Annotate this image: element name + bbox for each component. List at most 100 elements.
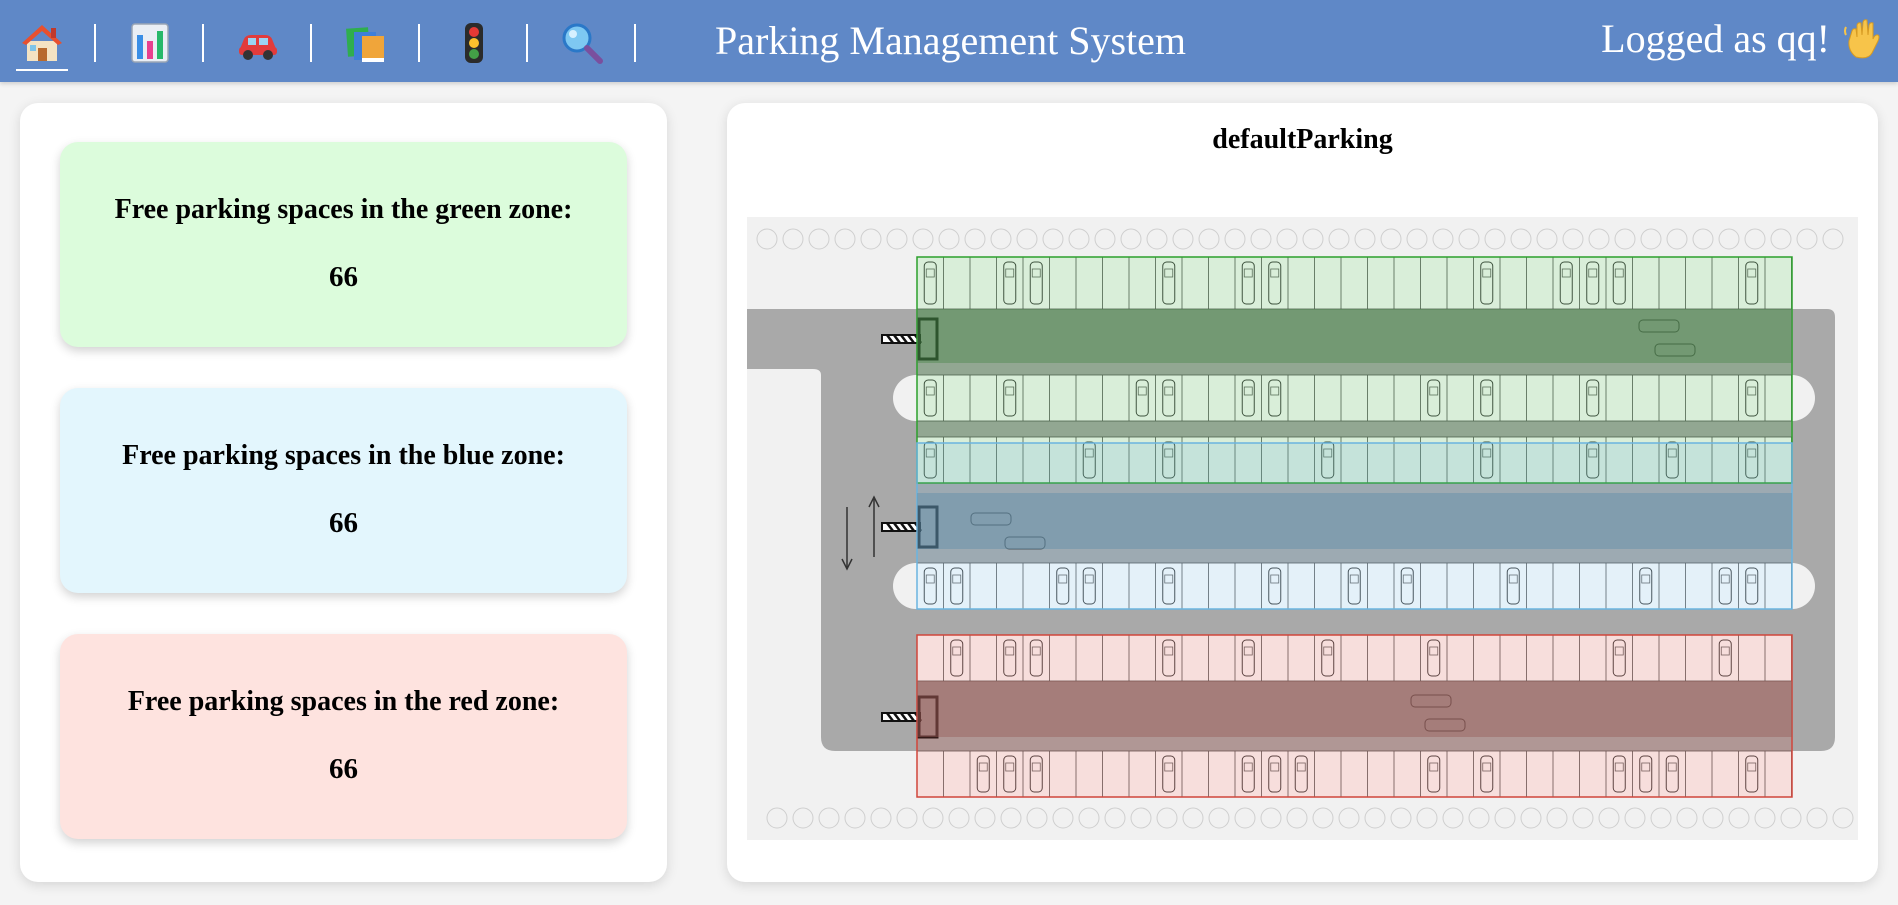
car-windshield [952, 574, 962, 584]
tree [1458, 228, 1480, 250]
car-windshield [925, 268, 935, 278]
gate-stripe [907, 334, 915, 344]
car-windshield [1429, 762, 1439, 772]
tree [1614, 228, 1636, 250]
parked-car [1003, 755, 1017, 793]
parked-car [1586, 261, 1600, 305]
car-windshield [1747, 268, 1757, 278]
car-windshield [1005, 268, 1015, 278]
parked-car [1347, 567, 1361, 605]
moving-car [1424, 718, 1466, 732]
nav-traffic-button[interactable] [446, 18, 502, 68]
parked-car [1294, 755, 1308, 793]
red-zone-overlay [916, 634, 1793, 798]
parked-car [1241, 261, 1255, 305]
car-windshield [1058, 574, 1068, 584]
tree [1380, 228, 1402, 250]
zone-overlays [916, 256, 1793, 798]
parked-car [1135, 379, 1149, 417]
tree [1016, 228, 1038, 250]
parked-car [923, 441, 937, 479]
tree [948, 807, 970, 829]
nav-separator [310, 24, 312, 62]
top-navbar: Parking Management System Logged as qq! [0, 0, 1898, 82]
parking-lot-drawing [747, 217, 1858, 840]
tree [792, 807, 814, 829]
car-windshield [1482, 762, 1492, 772]
tree [1484, 228, 1506, 250]
bar-chart-icon [131, 23, 169, 63]
tree [860, 228, 882, 250]
tree [1224, 228, 1246, 250]
moving-car [1638, 319, 1680, 333]
parked-car [1745, 441, 1759, 479]
car-windshield [1482, 268, 1492, 278]
blue-zone-card: Free parking spaces in the blue zone: 66 [60, 388, 627, 593]
gate-stripe [893, 522, 901, 532]
parking-lot-map[interactable] [747, 217, 1858, 840]
parked-car [1480, 441, 1494, 479]
gate-stripe [893, 334, 901, 344]
car-windshield [1031, 762, 1041, 772]
nav-separator [94, 24, 96, 62]
parked-car [923, 379, 937, 417]
tree [1546, 807, 1568, 829]
car-windshield [1720, 574, 1730, 584]
parked-car [1321, 639, 1335, 677]
car-windshield [925, 448, 935, 458]
car-windshield [1270, 386, 1280, 396]
tree [1104, 807, 1126, 829]
car-windshield [1561, 268, 1571, 278]
parked-car [1162, 567, 1176, 605]
tree [964, 228, 986, 250]
tree [1172, 228, 1194, 250]
tree [1832, 807, 1854, 829]
tree [1822, 228, 1844, 250]
parked-car [1665, 755, 1679, 793]
car-windshield [1243, 268, 1253, 278]
nav-home-button[interactable] [14, 18, 70, 71]
car-windshield [1270, 268, 1280, 278]
tree [922, 807, 944, 829]
car-windshield [1270, 574, 1280, 584]
tree [766, 807, 788, 829]
parking-map-panel: defaultParking [727, 103, 1878, 882]
car-windshield [1641, 574, 1651, 584]
tree [1770, 228, 1792, 250]
parking-name: defaultParking [1212, 124, 1393, 155]
car-windshield [1005, 386, 1015, 396]
nav-search-button[interactable] [554, 18, 610, 68]
parked-car [1745, 261, 1759, 305]
parked-car [1162, 755, 1176, 793]
parked-car [1745, 755, 1759, 793]
car-windshield [1243, 646, 1253, 656]
tree [1692, 228, 1714, 250]
tree [1588, 228, 1610, 250]
car-windshield [1614, 762, 1624, 772]
nav-separator [634, 24, 636, 62]
parked-car [923, 261, 937, 305]
nav-logs-button[interactable] [338, 18, 394, 68]
blue-zone-count: 66 [329, 507, 358, 539]
tree [782, 228, 804, 250]
entry-gates [881, 317, 939, 739]
tree-row [756, 228, 1854, 829]
car-windshield [1164, 448, 1174, 458]
tree [1468, 807, 1490, 829]
tree [1666, 228, 1688, 250]
books-icon [346, 27, 384, 62]
tree [1156, 807, 1178, 829]
tree [1702, 807, 1724, 829]
nav-vehicles-button[interactable] [230, 18, 286, 68]
tree [1182, 807, 1204, 829]
parked-car [1400, 567, 1414, 605]
tree [756, 228, 778, 250]
nav-separator [202, 24, 204, 62]
parked-car [1586, 441, 1600, 479]
green-zone-card: Free parking spaces in the green zone: 6… [60, 142, 627, 347]
nav-statistics-button[interactable] [122, 18, 178, 68]
tree [1234, 807, 1256, 829]
blue-zone-lane [917, 493, 1792, 549]
gate-stripe [907, 712, 915, 722]
tree [1260, 807, 1282, 829]
